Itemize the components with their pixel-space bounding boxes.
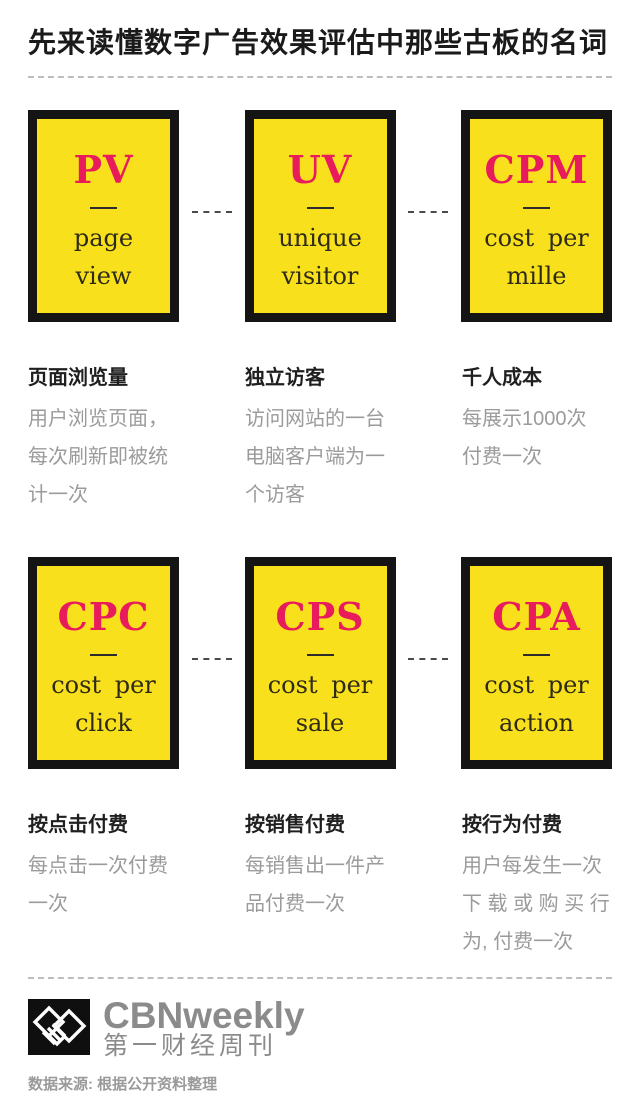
page-title: 先来读懂数字广告效果评估中那些古板的名词 [28,27,609,58]
title-separator-dashed [28,76,612,78]
desc-cpa: 按行为付费 用户每发生一次 下 载 或 购 买 行 为, 付费一次 [462,813,640,961]
cbn-diamond-knot-icon [28,999,90,1055]
footer-brand: CBNweekly 第一财经周刊 [28,995,612,1060]
card-full-term: unique visitor [278,224,362,290]
desc-cpc: 按点击付费 每点击一次付费 一次 [28,813,208,961]
connector [396,110,462,322]
card-full-term: cost per mille [484,224,589,290]
card-divider [306,654,334,656]
desc-cpm: 千人成本 每展示1000次 付费一次 [462,366,640,514]
data-source-note: 数据来源: 根据公开资料整理 [28,1076,218,1093]
card-full-term: page view [73,224,134,290]
brand-name-chinese: 第一财经周刊 [103,1032,278,1060]
card-divider [90,207,117,209]
desc-cps: 按销售付费 每销售出一件产 品付费一次 [245,813,425,961]
card-divider [523,207,550,209]
term-name-cn: 按行为付费 [462,814,562,836]
card-divider [306,207,334,209]
term-name-cn: 按销售付费 [245,814,345,836]
card-cpa: CPA cost per action [461,557,612,769]
card-uv: UV unique visitor [244,110,396,322]
card-abbr: PV [73,147,134,192]
card-full-term: cost per sale [267,671,373,737]
term-name-cn: 独立访客 [245,367,325,389]
connector-dashes [191,211,232,213]
term-description: 每点击一次付费 一次 [28,855,168,915]
desc-uv: 独立访客 访问网站的一台 电脑客户端为一 个访客 [245,366,425,514]
cards-row-1: PV page view UV unique visitor CPM cost … [28,110,612,322]
term-description: 用户浏览页面， 每次刷新即被统 计一次 [28,408,168,506]
desc-row-1: 页面浏览量 用户浏览页面， 每次刷新即被统 计一次 独立访客 访问网站的一台 电… [28,366,612,514]
connector-dashes [408,211,449,213]
footer-separator-dashed [28,977,612,979]
card-abbr: CPS [275,594,365,639]
brand-text-block: CBNweekly 第一财经周刊 [103,995,305,1060]
term-description: 访问网站的一台 电脑客户端为一 个访客 [245,408,385,506]
card-cps: CPS cost per sale [244,557,396,769]
card-abbr: CPA [492,594,581,639]
term-description: 用户每发生一次 下 载 或 购 买 行 为, 付费一次 [462,855,610,953]
card-cpc: CPC cost per click [28,557,179,769]
connector [179,110,245,322]
card-abbr: CPM [484,147,589,192]
term-name-cn: 按点击付费 [28,814,128,836]
card-full-term: cost per click [51,671,156,737]
connector [396,557,462,769]
card-divider [523,654,550,656]
connector [179,557,245,769]
desc-row-2: 按点击付费 每点击一次付费 一次 按销售付费 每销售出一件产 品付费一次 按行为… [28,813,612,961]
connector-dashes [408,658,449,660]
card-full-term: cost per action [484,671,589,737]
brand-name: CBNweekly [103,995,305,1036]
connector-dashes [191,658,232,660]
term-description: 每展示1000次 付费一次 [462,408,587,468]
term-name-cn: 千人成本 [462,367,542,389]
card-cpm: CPM cost per mille [461,110,612,322]
desc-pv: 页面浏览量 用户浏览页面， 每次刷新即被统 计一次 [28,366,208,514]
cards-row-2: CPC cost per click CPS cost per sale CPA… [28,557,612,769]
card-pv: PV page view [28,110,179,322]
card-abbr: UV [287,147,353,192]
term-name-cn: 页面浏览量 [28,367,128,389]
card-abbr: CPC [57,594,150,639]
term-description: 每销售出一件产 品付费一次 [245,855,385,915]
card-divider [90,654,117,656]
